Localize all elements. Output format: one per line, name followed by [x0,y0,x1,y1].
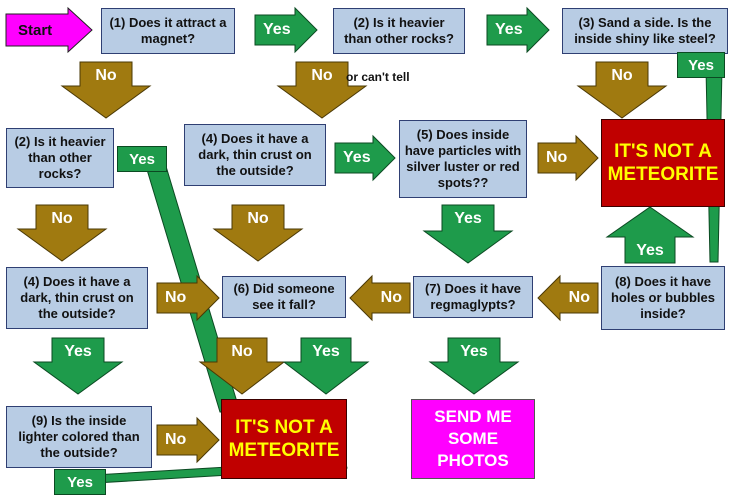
no-label: No [568,289,590,306]
no-label: No [311,67,333,84]
start-label: Start [18,21,53,39]
yes-label: Yes [263,21,291,38]
yes-label: Yes [64,343,92,360]
yes-arrow-q6-to-verdict: Yes [282,337,370,395]
no-label: No [165,431,187,448]
q9-box: (9) Is the inside lighter colored than t… [6,406,152,468]
no-label: No [247,210,269,227]
send-photos-box: SEND ME SOME PHOTOS [411,399,535,479]
no-label: No [546,149,568,166]
no-label: No [95,67,117,84]
q7-box: (7) Does it have regmaglypts? [413,276,533,318]
no-arrow-q9-to-verdict: No [156,416,220,464]
yes-tag-q3: Yes [677,52,725,78]
yes-arrow-q4-to-q5: Yes [334,134,396,182]
q2-top-box: (2) Is it heavier than other rocks? [333,8,465,54]
yes-arrow-q1-to-q2: Yes [254,6,318,54]
yes-label: Yes [312,343,340,360]
q6-box: (6) Did someone see it fall? [222,276,346,318]
no-label: No [231,343,253,360]
yes-label: Yes [460,343,488,360]
yes-label: Yes [343,149,371,166]
no-arrow-q4-left-to-q6: No [156,274,220,322]
not-meteorite-right-box: IT'S NOT A METEORITE [601,119,725,207]
no-arrow-q2-left-to-q4-left: No [16,204,108,262]
yes-arrow-q2-to-q3: Yes [486,6,550,54]
yes-tag-q2-left: Yes [117,146,167,172]
no-arrow-q6-to-verdict: No [198,337,286,395]
q3-box: (3) Sand a side. Is the inside shiny lik… [562,8,728,54]
q4-left-box: (4) Does it have a dark, thin crust on t… [6,267,148,329]
yes-arrow-q4-left-to-q9: Yes [32,337,124,395]
q2-left-box: (2) Is it heavier than other rocks? [6,128,114,188]
yes-arrow-q7-to-send: Yes [428,337,520,395]
no-label: No [165,289,187,306]
yes-label: Yes [495,21,523,38]
yes-arrow-q5-to-q7: Yes [422,204,514,264]
yes-label: Yes [454,210,482,227]
no-arrow-q4-mid-to-q6: No [212,204,304,262]
no-label: No [611,67,633,84]
yes-arrow-q8-to-verdict: Yes [605,206,695,264]
no-arrow-q8-to-q7: No [537,274,599,322]
no-arrow-q7-to-q6: No [349,274,411,322]
yes-label: Yes [636,242,664,259]
no-label: No [380,289,402,306]
no-arrow-q5-to-verdict: No [537,134,599,182]
no-label: No [51,210,73,227]
no-arrow-q2-top-to-q4: No [276,61,368,119]
q5-box: (5) Does inside have particles with silv… [399,120,527,198]
no-arrow-q3-to-verdict: No [576,61,668,119]
q4-mid-box: (4) Does it have a dark, thin crust on t… [184,124,326,186]
yes-tag-q9: Yes [54,469,106,495]
start-arrow: Start [5,6,93,54]
not-meteorite-bottom-box: IT'S NOT A METEORITE [221,399,347,479]
q8-box: (8) Does it have holes or bubbles inside… [601,266,725,330]
no-arrow-q1-to-q2-left: No [60,61,152,119]
or-cant-tell-note: or can't tell [346,70,410,84]
q1-box: (1) Does it attract a magnet? [101,8,235,54]
